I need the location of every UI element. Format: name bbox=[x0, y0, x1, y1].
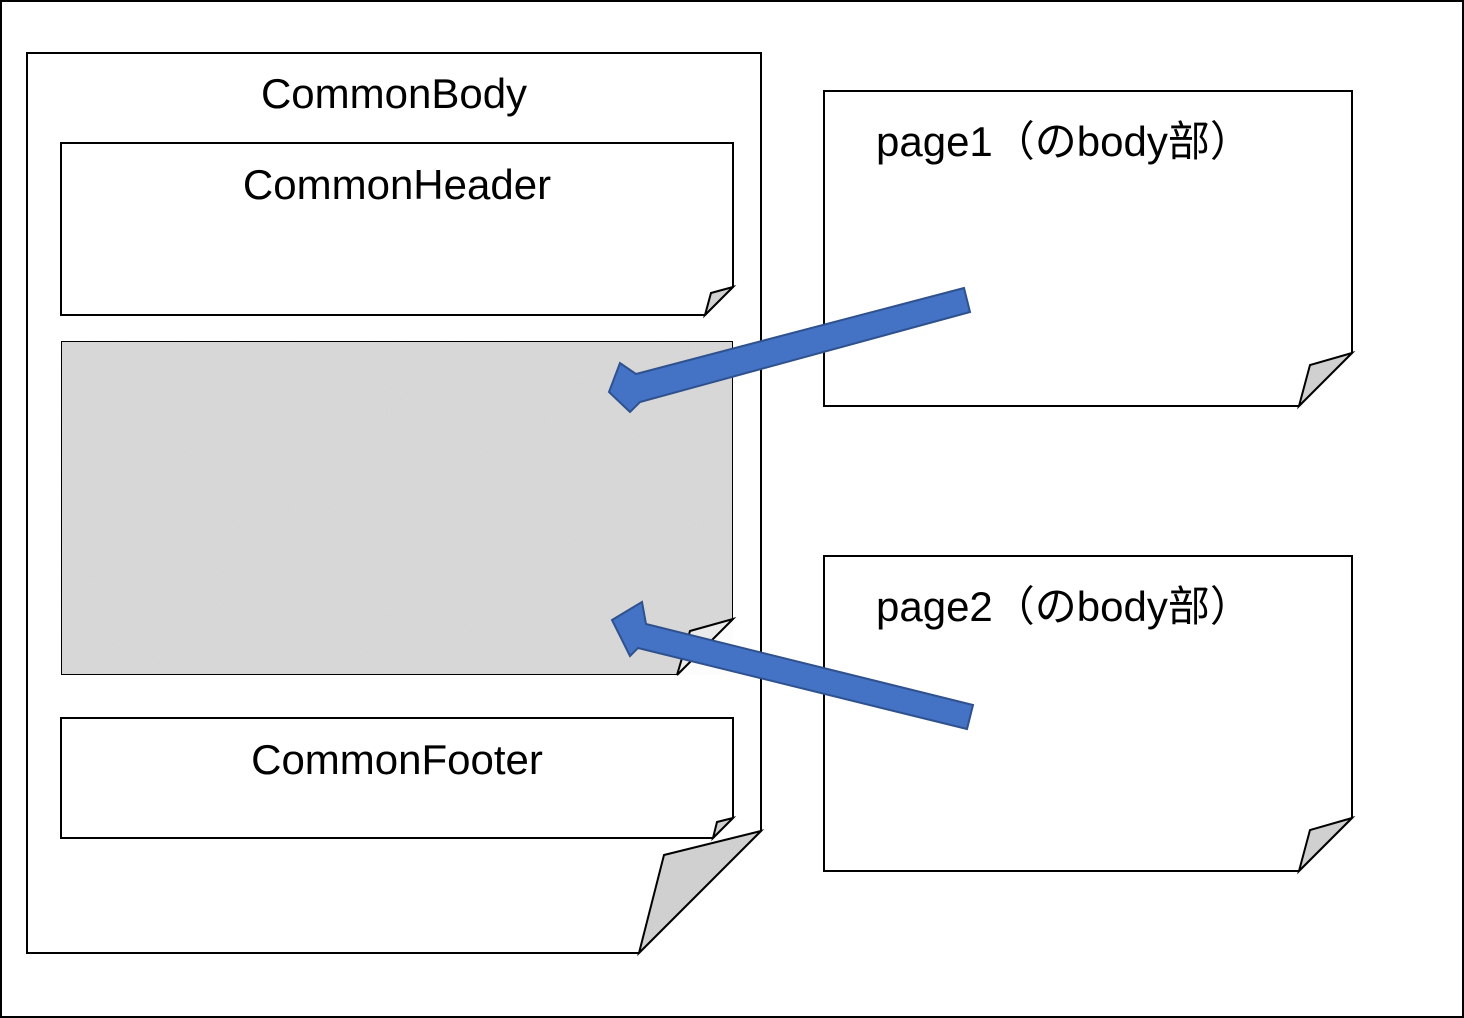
page2-to-slot-arrow bbox=[610, 600, 975, 731]
common-footer-document: CommonFooter bbox=[60, 717, 737, 842]
page2-label: page2（のbody部） bbox=[876, 583, 1252, 630]
page1-fold bbox=[1297, 350, 1356, 410]
common-header-label: CommonHeader bbox=[243, 161, 551, 208]
common-header-document: CommonHeader bbox=[60, 142, 737, 319]
page1-label: page1（のbody部） bbox=[876, 118, 1252, 165]
common-body-label: CommonBody bbox=[261, 70, 527, 117]
common-body-fold bbox=[637, 829, 765, 957]
common-footer-fold bbox=[711, 816, 737, 842]
common-header-fold bbox=[703, 285, 737, 319]
page1-document: page1（のbody部） bbox=[823, 90, 1356, 410]
page2-document: page2（のbody部） bbox=[823, 555, 1356, 875]
page2-fold bbox=[1297, 815, 1356, 875]
common-footer-label: CommonFooter bbox=[251, 736, 543, 783]
page1-to-slot-arrow bbox=[607, 286, 972, 414]
